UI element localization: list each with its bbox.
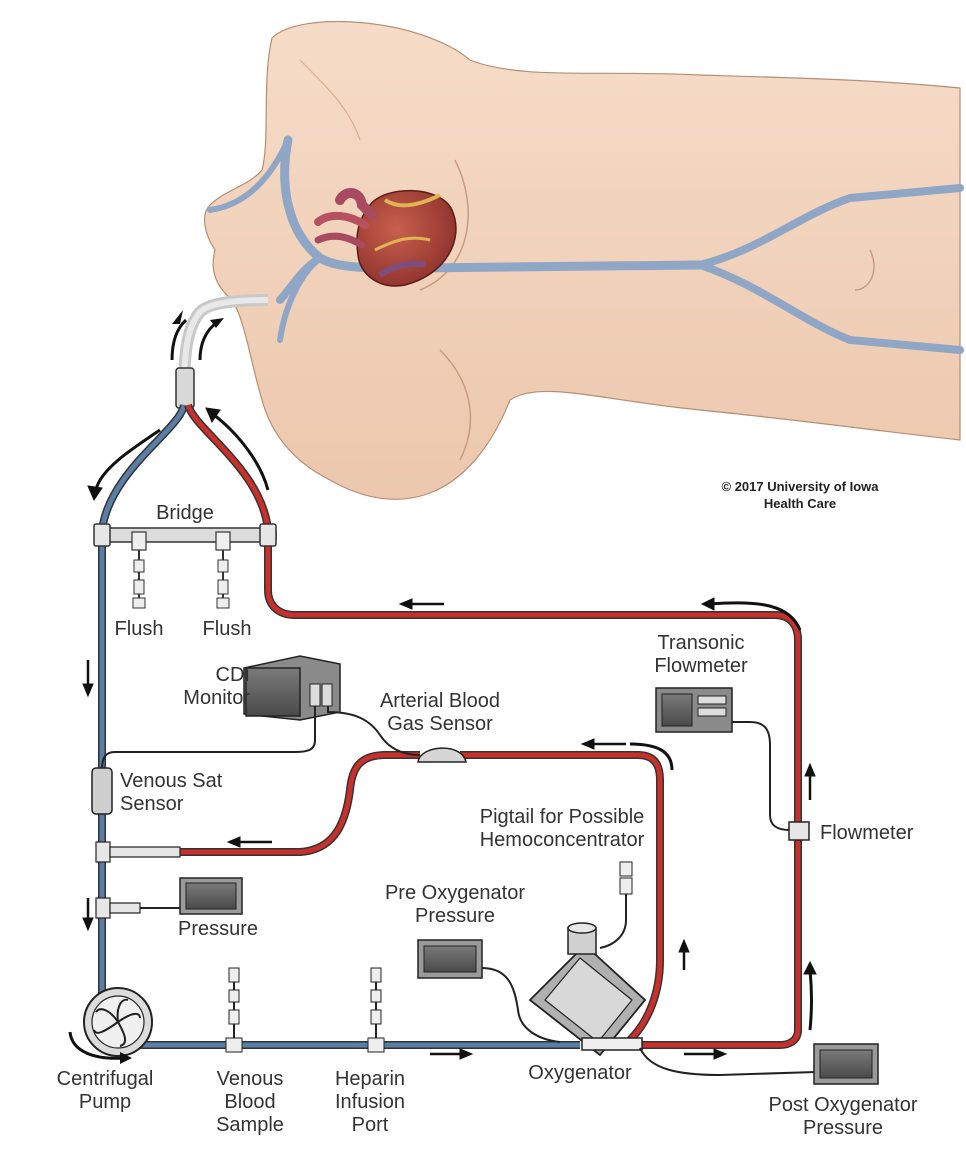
pigtail-port xyxy=(599,861,633,949)
venous-pressure-monitor xyxy=(179,877,243,915)
bridge-label: Bridge xyxy=(156,502,214,524)
flush-left-label: Flush xyxy=(114,618,164,640)
arterial-blood-gas-sensor xyxy=(417,747,467,763)
cdi-monitor-device xyxy=(101,655,421,771)
venous-sat-label: Venous Sat Sensor xyxy=(120,770,250,816)
oxygenator-device xyxy=(528,922,817,1077)
cdi-monitor-label: CDI Monitor xyxy=(150,664,250,710)
cdi-monitor-label-line1: CDI xyxy=(215,664,250,686)
pre-oxygenator-label-line1: Pre Oxygenator xyxy=(384,882,526,904)
pre-oxygenator-pressure-monitor xyxy=(417,939,561,1043)
abg-sensor-label-line2: Gas Sensor xyxy=(387,713,493,735)
pigtail-label-line1: Pigtail for Possible xyxy=(479,806,645,828)
heparin-port-label-line2: Infusion xyxy=(334,1091,406,1113)
copyright-line2: Health Care xyxy=(763,496,837,511)
centrifugal-pump-label-line2: Pump xyxy=(78,1091,132,1113)
bridge-connector xyxy=(93,523,277,609)
transonic-flowmeter-device xyxy=(655,687,810,841)
cdi-monitor-label-line2: Monitor xyxy=(183,687,250,709)
transonic-label: Transonic Flowmeter xyxy=(636,632,766,678)
transonic-label-line1: Transonic xyxy=(657,632,745,654)
post-oxygenator-pressure-monitor xyxy=(813,1043,879,1085)
venous-side-port xyxy=(95,841,181,919)
heparin-port-label: Heparin Infusion Port xyxy=(320,1068,420,1137)
flowmeter-label: Flowmeter xyxy=(820,822,914,844)
venous-blood-sample-label-line3: Sample xyxy=(216,1114,284,1136)
venous-blood-sample-label-line1: Venous xyxy=(216,1068,284,1090)
flush-right-label: Flush xyxy=(202,618,252,640)
abg-sensor-label: Arterial Blood Gas Sensor xyxy=(360,690,520,736)
heparin-port-label-line3: Port xyxy=(351,1114,389,1136)
post-oxygenator-label: Post Oxygenator Pressure xyxy=(748,1094,938,1140)
heparin-infusion-port xyxy=(367,967,385,1053)
post-oxygenator-label-line2: Pressure xyxy=(802,1117,884,1139)
venous-sat-label-line2: Sensor xyxy=(120,793,184,815)
venous-blood-sample-label: Venous Blood Sample xyxy=(200,1068,300,1137)
transonic-label-line2: Flowmeter xyxy=(654,655,748,677)
centrifugal-pump-device xyxy=(68,987,153,1064)
flow-direction-arrows xyxy=(82,407,817,1060)
centrifugal-pump-label: Centrifugal Pump xyxy=(40,1068,170,1114)
centrifugal-pump-label-line1: Centrifugal xyxy=(56,1068,154,1090)
copyright-line1: © 2017 University of Iowa xyxy=(721,479,879,494)
venous-blood-sample-port xyxy=(225,967,243,1053)
copyright-notice: © 2017 University of Iowa Health Care xyxy=(690,478,910,512)
arterial-return-line xyxy=(180,403,802,1049)
pre-oxygenator-label-line2: Pressure xyxy=(414,905,496,927)
venous-sat-label-line1: Venous Sat xyxy=(120,770,223,792)
pre-oxygenator-label: Pre Oxygenator Pressure xyxy=(370,882,540,928)
venous-sat-sensor xyxy=(91,767,113,815)
venous-blood-sample-label-line2: Blood xyxy=(224,1091,276,1113)
pressure-label: Pressure xyxy=(177,918,259,940)
oxygenator-label: Oxygenator xyxy=(528,1062,632,1084)
pigtail-label: Pigtail for Possible Hemoconcentrator xyxy=(462,806,662,852)
dual-lumen-cannula xyxy=(170,294,269,409)
pigtail-label-line2: Hemoconcentrator xyxy=(479,829,645,851)
heart xyxy=(314,188,457,287)
heparin-port-label-line1: Heparin xyxy=(334,1068,406,1090)
abg-sensor-label-line1: Arterial Blood xyxy=(379,690,501,712)
patient-body xyxy=(203,20,964,500)
post-oxygenator-label-line1: Post Oxygenator xyxy=(768,1094,918,1116)
